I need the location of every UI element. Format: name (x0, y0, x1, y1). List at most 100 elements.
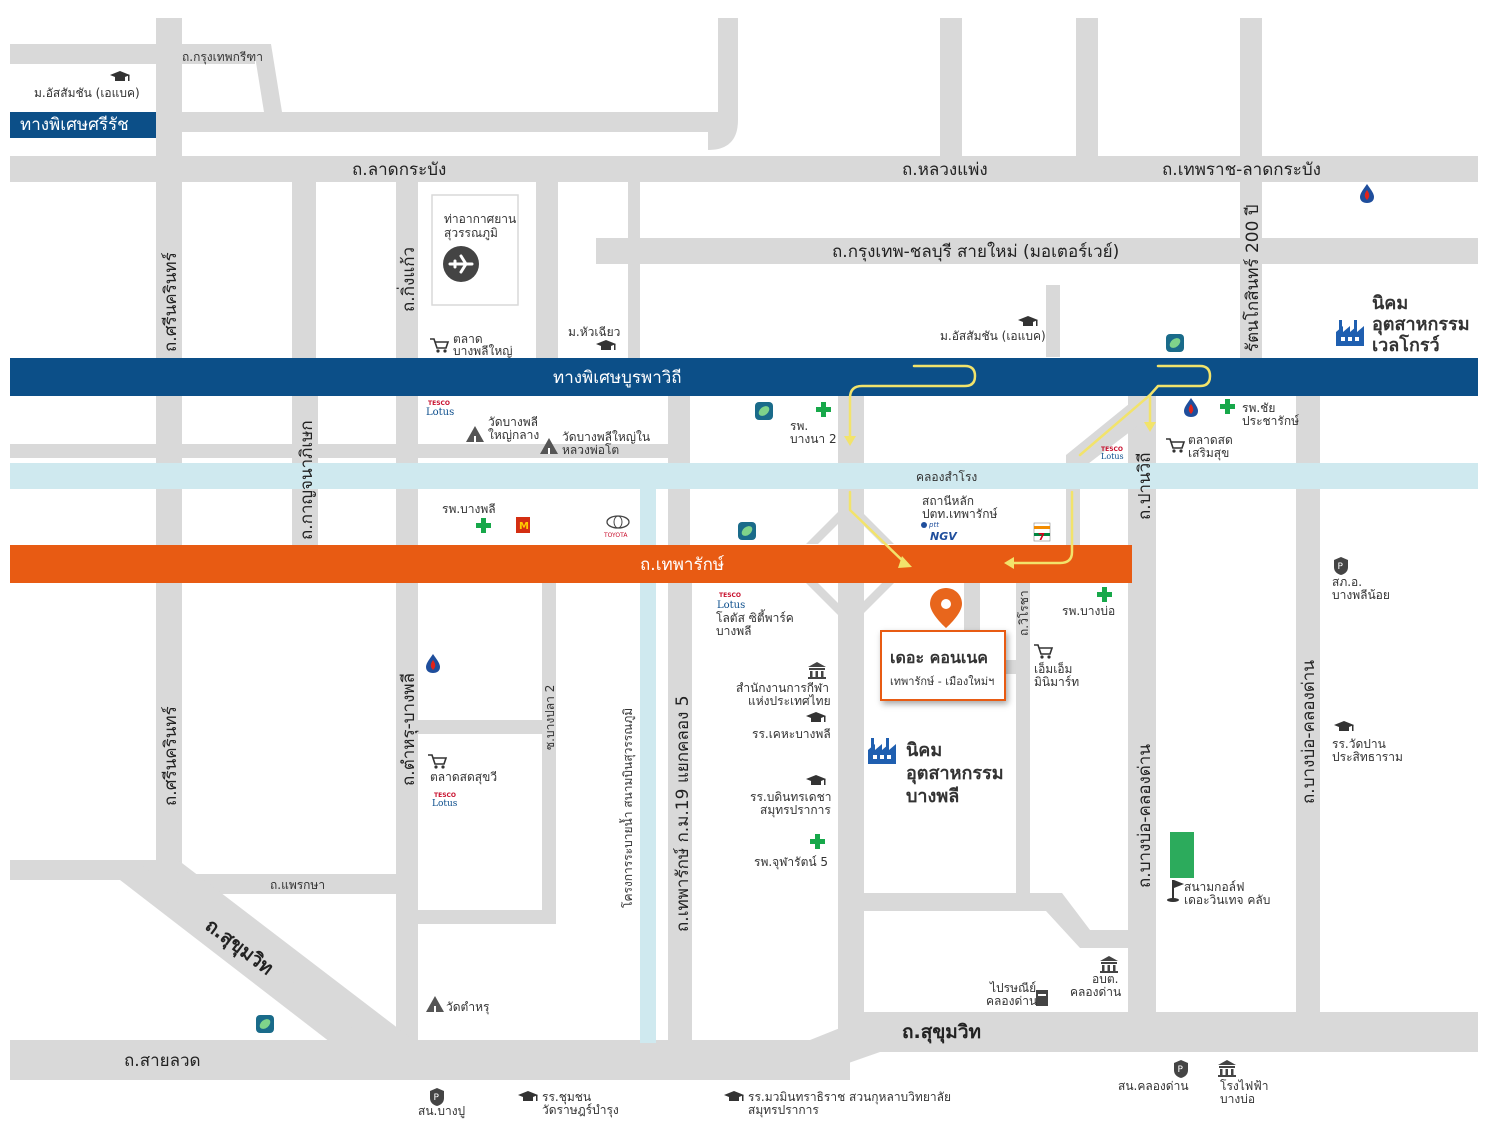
svg-text:สุวรรณภูมิ: สุวรรณภูมิ (444, 226, 498, 241)
svg-text:แห่งประเทศไทย: แห่งประเทศไทย (748, 694, 831, 708)
seven-eleven-logo: 7 (1033, 522, 1051, 543)
road-label-panwithi: ถ.ปานวิถี (1135, 453, 1155, 521)
graduation-cap-icon (518, 1091, 538, 1101)
svg-text:รพ.จุฬารัตน์ 5: รพ.จุฬารัตน์ 5 (754, 855, 828, 870)
government-building-icon (1218, 1060, 1236, 1077)
svg-text:สน.คลองด่าน: สน.คลองด่าน (1118, 1079, 1189, 1093)
svg-text:สถานีหลัก: สถานีหลัก (922, 494, 974, 508)
arrow-heads (844, 422, 1156, 569)
tesco-lotus-logo: TESCO Lotus (426, 400, 454, 418)
svg-text:อบต.: อบต. (1092, 972, 1118, 986)
svg-text:รร.วัดปาน: รร.วัดปาน (1332, 737, 1386, 751)
road-label-sai-luat: ถ.สายลวด (124, 1051, 201, 1071)
svg-text:TESCO: TESCO (719, 592, 741, 599)
road-label-bangbo-right: ถ.บางบ่อ-คลองด่าน (1299, 660, 1319, 804)
road-label-sukhumvit: ถ.สุขุมวิท (902, 1021, 981, 1044)
highway-label-thepharak: ถ.เทพารักษ์ (640, 555, 725, 575)
svg-text:สมุทรปราการ: สมุทรปราการ (760, 803, 831, 818)
fuel-drop-icon (1184, 398, 1198, 417)
road-label-wiracha: ถ.วิโรชา (1017, 590, 1031, 636)
project-subtitle: เทพารักษ์ - เมืองใหม่ฯ (890, 675, 995, 688)
svg-text:วัดราษฎร์บำรุง: วัดราษฎร์บำรุง (542, 1103, 619, 1118)
bangchak-leaf-icon (738, 522, 756, 540)
svg-text:ptt: ptt (928, 521, 939, 529)
temple-icon (466, 426, 484, 442)
thepharak-road (10, 545, 1132, 583)
road-label-bangbo-left: ถ.บางบ่อ-คลองด่าน (1135, 744, 1155, 888)
factory-icon (868, 738, 896, 764)
tesco-lotus-express-logo: TESCO Lotus (1101, 446, 1124, 461)
graduation-cap-icon (110, 71, 130, 81)
svg-text:บางพลี: บางพลี (906, 786, 959, 807)
svg-text:วัดบางพลีใหญ่ใน: วัดบางพลีใหญ่ใน (562, 430, 650, 444)
burapha-withi-expressway (10, 358, 1478, 396)
bangchak-leaf-icon (256, 1015, 274, 1033)
svg-text:เสริมสุข: เสริมสุข (1188, 446, 1229, 461)
road-label-drainage: โครงการระบายน้ำ สนามบินสุวรรณภูมิ (619, 708, 636, 908)
svg-text:บางนา 2: บางนา 2 (790, 432, 837, 446)
post-box-icon (1036, 990, 1048, 1006)
svg-text:มินิมาร์ท: มินิมาร์ท (1034, 675, 1079, 689)
hospital-cross-icon (1220, 399, 1235, 414)
svg-text:Lotus: Lotus (432, 799, 458, 809)
highway-label-burapha-withi: ทางพิเศษบูรพาวิถี (553, 368, 682, 388)
graduation-cap-icon (1018, 316, 1038, 326)
svg-text:ประสิทธาราม: ประสิทธาราม (1332, 750, 1403, 764)
golf-flag-icon (1167, 880, 1184, 902)
mcdonalds-logo: M (516, 517, 530, 533)
svg-text:รร.ชุมชน: รร.ชุมชน (542, 1090, 591, 1105)
shopping-cart-icon (1165, 438, 1185, 454)
svg-text:7: 7 (1038, 532, 1045, 543)
svg-text:สนามกอล์ฟ: สนามกอล์ฟ (1184, 880, 1245, 894)
project-callout[interactable]: เดอะ คอนเนค เทพารักษ์ - เมืองใหม่ฯ (880, 630, 1006, 701)
road-label-krung-thep-kreetha: ถ.กรุงเทพกรีฑา (182, 50, 263, 65)
brand-logos: TESCO Lotus TESCO Lotus TESCO Lotus TESC… (426, 400, 1124, 809)
svg-text:คลองด่าน: คลองด่าน (986, 994, 1037, 1008)
ptt-ngv-logo: ptt NGV (921, 521, 958, 543)
svg-text:สมุทรปราการ: สมุทรปราการ (748, 1103, 819, 1118)
road-label-bang-pla-2: ซ.บางปลา 2 (543, 685, 557, 750)
graduation-cap-icon (596, 340, 616, 350)
shopping-cart-icon (429, 338, 449, 354)
road-label-phraeksa: ถ.แพรกษา (270, 878, 325, 892)
svg-text:เอ็มเอ็ม: เอ็มเอ็ม (1034, 661, 1072, 676)
svg-text:ท่าอากาศยาน: ท่าอากาศยาน (444, 212, 516, 226)
svg-text:รพ.บางบ่อ: รพ.บางบ่อ (1062, 604, 1115, 618)
graduation-cap-icon (806, 775, 826, 785)
road-label-srinakarin-lower: ถ.ศรีนครินทร์ (161, 706, 181, 806)
road-label-km19: ถ.เทพารักษ์ ก.ม.19 แยกคลอง 5 (673, 695, 693, 932)
svg-text:TOYOTA: TOYOTA (603, 532, 628, 539)
tesco-lotus-logo: TESCO Lotus (717, 592, 745, 611)
road-label-rattanakosin: รัตนโกสินทร์ 200 ปี (1242, 204, 1263, 352)
svg-text:Lotus: Lotus (1101, 452, 1124, 461)
svg-text:วัดตำหรุ: วัดตำหรุ (446, 1000, 490, 1015)
graduation-cap-icon (1334, 721, 1354, 731)
svg-text:สภ.อ.: สภ.อ. (1332, 575, 1362, 589)
svg-text:รพ.บางพลี: รพ.บางพลี (442, 502, 496, 516)
svg-text:TESCO: TESCO (428, 400, 450, 407)
svg-text:บางพลี: บางพลี (716, 624, 751, 638)
svg-text:เวลโกรว์: เวลโกรว์ (1372, 334, 1440, 356)
svg-text:นิคม: นิคม (906, 740, 942, 761)
road-label-motorway: ถ.กรุงเทพ-ชลบุรี สายใหม่ (มอเตอร์เวย์) (832, 241, 1119, 262)
svg-text:นิคม: นิคม (1372, 293, 1408, 314)
highway-label-si-rat: ทางพิเศษศรีรัช (20, 115, 129, 135)
government-building-icon (808, 662, 826, 679)
svg-text:NGV: NGV (930, 530, 958, 543)
road-label-srinakarin-upper: ถ.ศรีนครินทร์ (161, 252, 181, 352)
svg-text:ใหญ่กลาง: ใหญ่กลาง (488, 428, 539, 442)
svg-text:TESCO: TESCO (1101, 446, 1123, 453)
svg-text:รร.มวมินทราธิราช สวนกุหลาบวิทย: รร.มวมินทราธิราช สวนกุหลาบวิทยาลัย (748, 1090, 951, 1105)
access-arrows (848, 364, 1212, 565)
hospital-cross-icon (816, 402, 831, 417)
svg-text:ม.อัสสัมชัน (เอแบค): ม.อัสสัมชัน (เอแบค) (34, 86, 140, 100)
police-badge-icon (1334, 557, 1348, 575)
svg-text:รร.เคหะบางพลี: รร.เคหะบางพลี (752, 727, 831, 741)
canals (10, 463, 1478, 1043)
tesco-lotus-logo: TESCO Lotus (432, 792, 458, 809)
svg-text:รพ.: รพ. (790, 419, 808, 433)
road-label-lat-krabang: ถ.ลาดกระบัง (352, 160, 446, 180)
bangchak-leaf-icon (1166, 334, 1184, 352)
road-label-kanchanaphisek: ถ.กาญจนาภิเษก (297, 420, 317, 540)
